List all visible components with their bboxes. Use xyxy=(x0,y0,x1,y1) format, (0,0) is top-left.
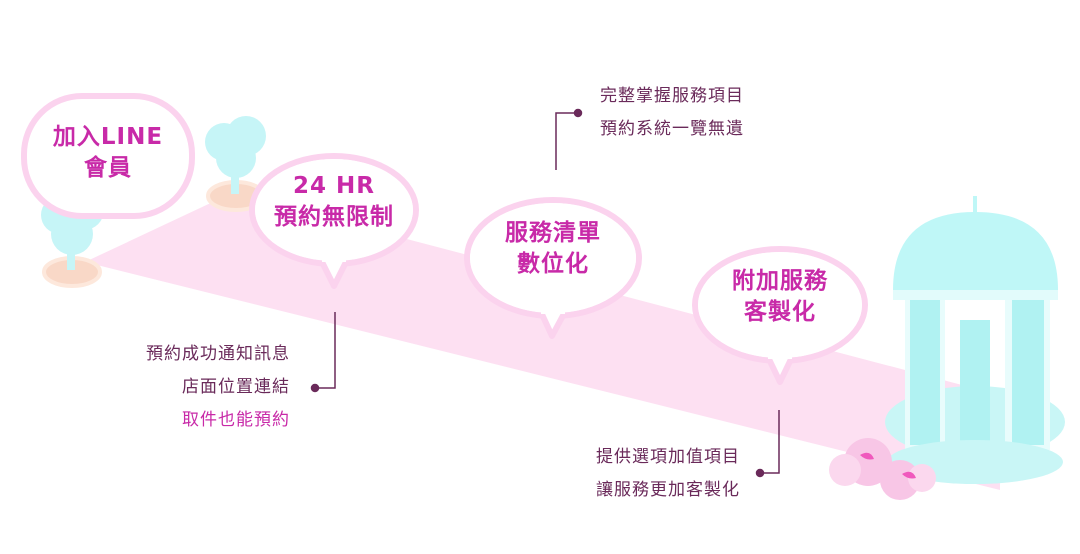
note-top-line: 預約系統一覽無遺 xyxy=(600,119,744,139)
step-4-label: 附加服務 客製化 xyxy=(698,266,862,328)
note-top-line: 完整掌握服務項目 xyxy=(600,86,744,106)
step-1-line2: 會員 xyxy=(84,155,132,182)
bubble-addon-service xyxy=(692,246,868,385)
note-top: 完整掌握服務項目 預約系統一覽無遺 xyxy=(600,80,744,146)
note-left-line: 預約成功通知訊息 xyxy=(146,344,290,364)
tree-icon xyxy=(205,116,266,212)
step-3-label: 服務清單 數位化 xyxy=(470,218,636,280)
note-left: 預約成功通知訊息 店面位置連結 取件也能預約 xyxy=(100,338,290,437)
step-2-line2: 預約無限制 xyxy=(274,204,394,231)
bubble-line-member xyxy=(21,93,195,219)
note-left-line-highlight: 取件也能預約 xyxy=(182,410,290,430)
step-4-line2: 客製化 xyxy=(744,299,816,326)
journey-path xyxy=(85,193,1000,490)
step-3-line1: 服務清單 xyxy=(505,220,601,246)
bubble-service-list xyxy=(464,197,642,339)
step-1-label: 加入LINE 會員 xyxy=(24,122,192,184)
pavilion-illustration xyxy=(885,196,1065,484)
leader-lines xyxy=(310,108,780,478)
flower-bush xyxy=(829,438,936,500)
bubble-24hr xyxy=(249,153,419,289)
note-bottom: 提供選項加值項目 讓服務更加客製化 xyxy=(540,441,740,507)
step-2-label: 24 HR 預約無限制 xyxy=(254,171,414,233)
step-3-line2: 數位化 xyxy=(517,251,589,278)
step-4-line1: 附加服務 xyxy=(732,268,828,294)
note-bottom-line: 提供選項加值項目 xyxy=(596,447,740,467)
note-left-line: 店面位置連結 xyxy=(182,377,290,397)
note-bottom-line: 讓服務更加客製化 xyxy=(596,480,740,500)
step-2-line1: 24 HR xyxy=(293,173,375,199)
step-1-line1: 加入LINE xyxy=(52,124,164,150)
